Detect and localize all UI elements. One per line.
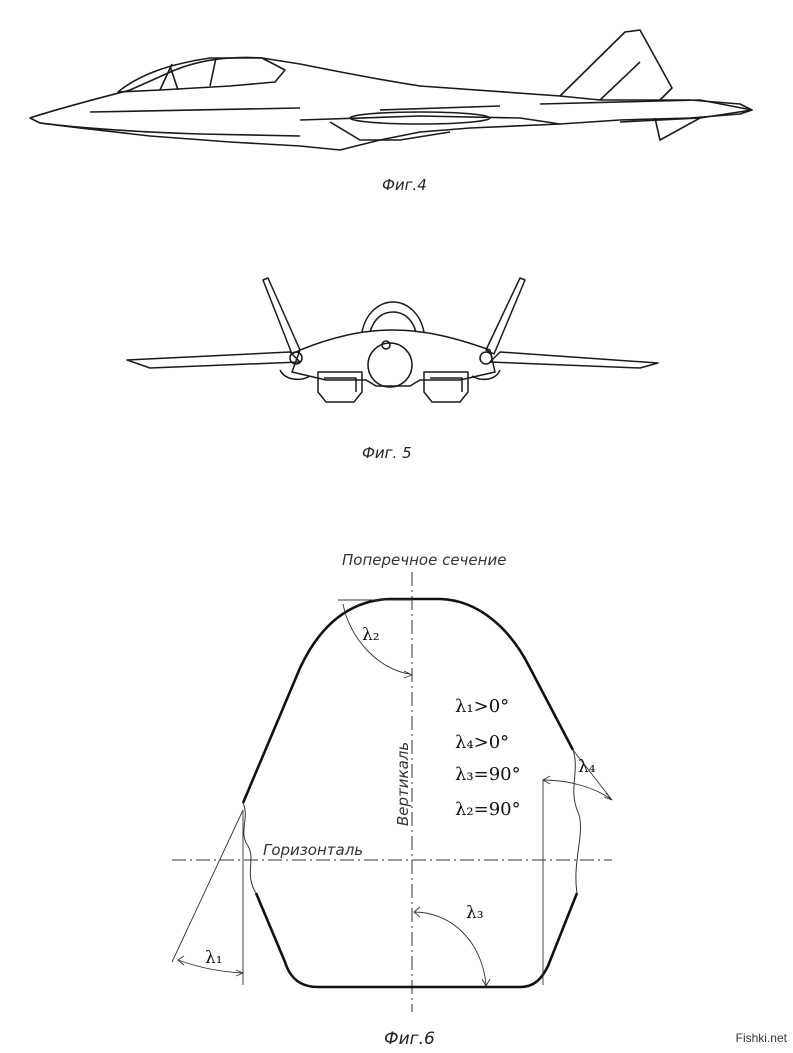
condition-4: λ₂=90° (455, 799, 521, 820)
section-contour-upper (241, 597, 575, 804)
lambda2-label: λ₂ (362, 625, 380, 645)
vertical-label: Вертикаль (394, 742, 412, 826)
horizontal-label: Горизонталь (263, 841, 363, 859)
aircraft-side-view (29, 29, 753, 151)
break-line-left (242, 802, 257, 894)
lambda1-label: λ₁ (205, 948, 223, 968)
aircraft-front-view (126, 277, 659, 403)
condition-2: λ₄>0° (455, 732, 509, 753)
fig4-caption: Фиг.4 (382, 176, 427, 194)
watermark: Fishki.net (735, 1031, 787, 1045)
lambda1-arc (177, 959, 244, 974)
condition-1: λ₁>0° (455, 696, 509, 717)
break-line-right (572, 749, 581, 894)
lambda2-arc (342, 603, 411, 675)
lambda4-arc (542, 779, 613, 801)
lambda3-arc (413, 911, 487, 986)
condition-3: λ₃=90° (455, 764, 521, 785)
section-contour-lower (254, 892, 579, 989)
lambda3-label: λ₃ (466, 903, 484, 923)
section-label: Поперечное сечение (342, 551, 506, 569)
cross-section-diagram: Поперечное сечение Вертикаль Горизонталь… (171, 551, 613, 1012)
fig5-caption: Фиг. 5 (362, 444, 412, 462)
lambda4-label: λ₄ (578, 757, 596, 777)
lambda4-extension-line (572, 749, 613, 801)
fig6-caption: Фиг.6 (384, 1029, 435, 1049)
lambda1-extension-line (171, 809, 244, 963)
